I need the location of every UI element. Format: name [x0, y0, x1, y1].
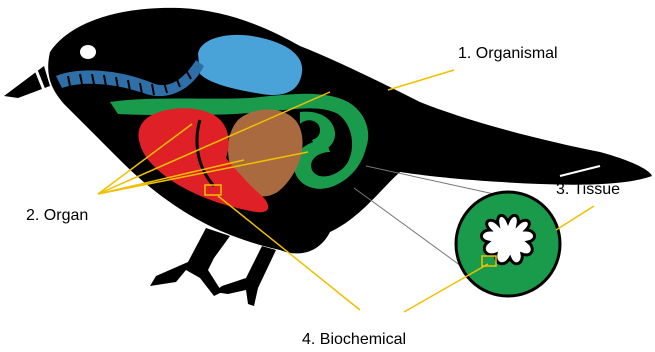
- bird-eye: [80, 45, 96, 59]
- label-tissue: 3. Tissue: [556, 181, 620, 198]
- leg-left: [150, 228, 230, 296]
- biochemical-leader-tissue: [404, 264, 488, 312]
- tissue-leader: [556, 206, 594, 230]
- bird-beak: [4, 66, 50, 98]
- leg-right: [214, 246, 276, 306]
- label-organ: 2. Organ: [26, 207, 88, 224]
- label-biochemical: 4. Biochemical: [302, 331, 406, 348]
- organismal-leader: [388, 70, 454, 90]
- label-organismal: 1. Organismal: [458, 45, 558, 62]
